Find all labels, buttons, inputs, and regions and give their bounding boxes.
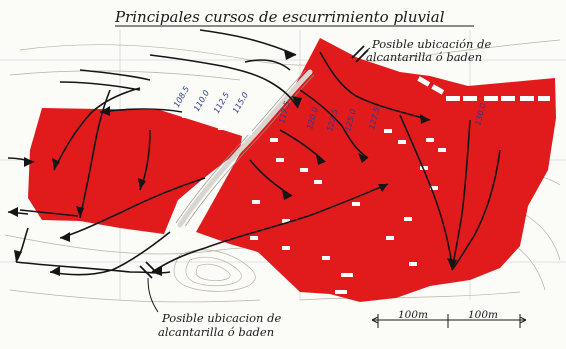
map-title: Principales cursos de escurrimiento pluv…	[114, 8, 445, 26]
scale-label-2: 100m	[468, 309, 498, 321]
contour-lines	[4, 39, 561, 303]
runoff-courses	[7, 29, 501, 276]
leader-lines	[147, 47, 371, 313]
scale-label-1: 100m	[398, 309, 428, 321]
site-markers	[170, 76, 550, 294]
bottom-culvert-note-line-1: Posible ubicacion de	[161, 311, 281, 325]
elevation-label: 110.0	[192, 89, 211, 113]
east-catchment	[196, 38, 556, 302]
elevation-label: 112.5	[212, 91, 231, 115]
top-culvert-note-line-1: Posible ubicación de	[371, 37, 491, 51]
catchment-areas	[28, 38, 556, 302]
top-culvert-note-line-2: alcantarilla ó baden	[366, 50, 482, 64]
scale-bar	[371, 314, 527, 328]
flow-arrows	[8, 50, 457, 276]
west-catchment	[28, 108, 242, 234]
elevation-label: 108.5	[172, 85, 191, 109]
elevation-label: 115.0	[231, 91, 250, 115]
bottom-culvert-note-line-2: alcantarilla ó baden	[158, 325, 274, 339]
